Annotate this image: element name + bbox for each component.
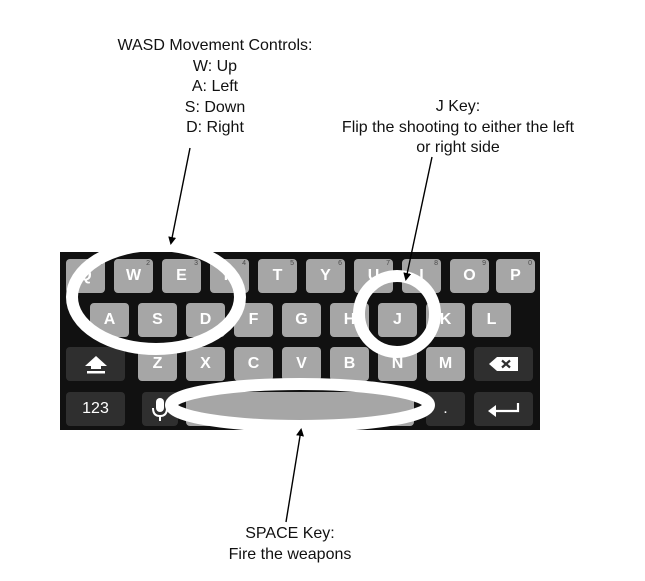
key-c[interactable]: C [234,347,273,381]
wasd-annotation-d: D: Right [186,119,244,136]
numbers-key[interactable]: 123 [66,392,125,426]
key-l[interactable]: L [472,303,511,337]
key-p-hint: 0 [528,260,532,267]
j-key-annotation-line2: or right side [416,139,500,156]
shift-key[interactable] [66,347,125,381]
key-m[interactable]: M [426,347,465,381]
wasd-annotation-s: S: Down [184,98,246,116]
key-w-hint: 2 [146,260,150,267]
wasd-highlight-ellipse [66,239,246,355]
key-i-hint: 8 [434,260,438,267]
key-u-hint: 7 [386,260,390,267]
wasd-arrow [168,147,191,245]
key-r-hint: 4 [242,260,246,267]
key-y-hint: 6 [338,260,342,267]
space-key-arrow [285,428,304,523]
wasd-annotation: WASD Movement Controls: W: Up A: Left S:… [60,36,370,139]
j-key-annotation-title: J Key: [435,98,481,115]
key-v[interactable]: V [282,347,321,381]
j-key-annotation: J Key: Flip the shooting to either the l… [300,97,616,159]
space-key-highlight-ellipse [165,378,435,432]
j-key-arrow [403,156,433,281]
key-e-hint: 3 [194,260,198,267]
enter-icon [487,403,519,417]
wasd-annotation-a: A: Left [191,78,239,95]
microphone-icon [152,398,168,421]
key-o-hint: 9 [482,260,486,267]
key-a[interactable]: A [90,303,129,337]
key-t-hint: 5 [290,260,294,267]
key-b[interactable]: B [330,347,369,381]
key-j[interactable]: J [378,303,417,337]
space-key-annotation-line1: Fire the weapons [228,545,352,563]
space-key-annotation-title: SPACE Key: [245,525,335,542]
key-g[interactable]: G [282,303,321,337]
wasd-annotation-title: WASD Movement Controls: [117,37,313,54]
enter-key[interactable] [474,392,533,426]
j-key-annotation-line1: Flip the shooting to either the left [341,118,575,136]
key-s[interactable]: S [138,303,177,337]
j-key-highlight-circle [353,270,441,358]
key-x[interactable]: X [186,347,225,381]
shift-icon [84,356,107,374]
space-key-annotation: SPACE Key: Fire the weapons [190,524,390,565]
backspace-key[interactable] [474,347,533,381]
wasd-annotation-w: W: Up [192,57,238,75]
backspace-icon [488,357,518,371]
